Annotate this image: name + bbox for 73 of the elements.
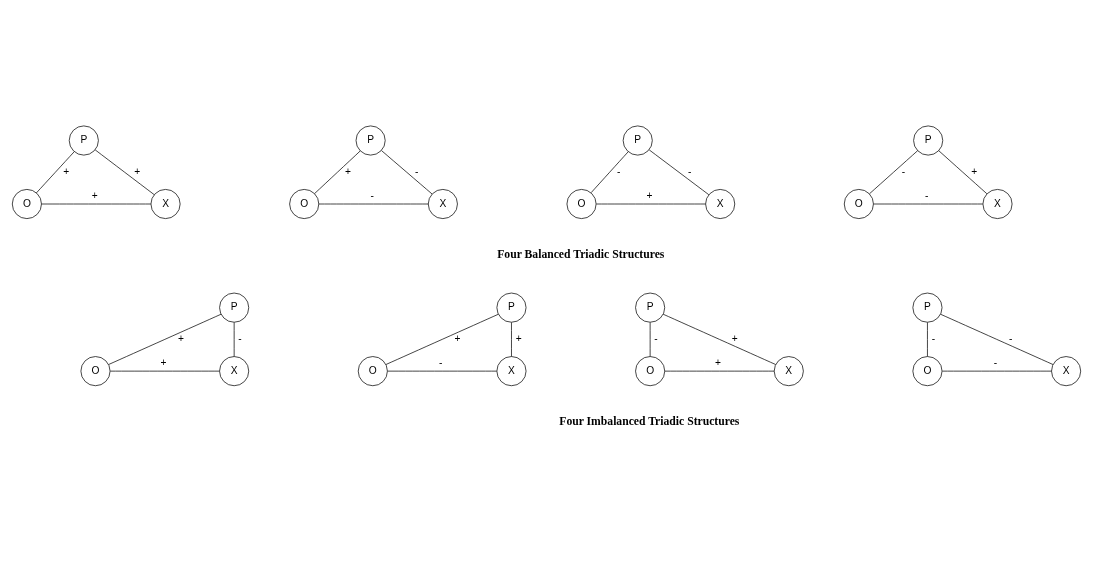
connector (662, 313, 777, 365)
edge-label: + (515, 332, 522, 344)
edge-label: + (345, 165, 352, 177)
edge-label: + (134, 165, 141, 177)
node-circle: P (68, 125, 99, 155)
edge-label: - (617, 165, 621, 177)
node-circle: P (912, 292, 943, 323)
connector (94, 149, 155, 195)
node-circle: O (80, 355, 111, 386)
edge-label: - (1008, 332, 1013, 344)
label: Four Imbalanced Triadic Structures (559, 414, 740, 428)
edge-label: - (238, 332, 242, 344)
node-circle: P (355, 125, 386, 155)
connector (36, 150, 75, 193)
connector (233, 321, 235, 357)
edge-label: + (177, 332, 184, 344)
node-circle: P (635, 292, 666, 323)
connector (385, 313, 499, 365)
node-circle: X (705, 188, 736, 219)
node-circle: O (635, 355, 666, 386)
connector (941, 370, 1052, 371)
node-circle: O (566, 188, 597, 219)
connector (41, 203, 152, 204)
connector (927, 321, 928, 357)
connector (873, 203, 984, 204)
edge-label: + (454, 332, 461, 344)
connector (314, 150, 361, 194)
edge-label: - (993, 356, 998, 368)
edge-label: - (370, 189, 374, 201)
edge-label: - (439, 356, 443, 368)
edge-label: + (160, 356, 167, 368)
node-circle: P (622, 125, 653, 155)
edge-label: + (731, 332, 738, 344)
node-circle: O (289, 188, 320, 219)
edge-label: - (931, 332, 936, 344)
node-circle: P (496, 292, 527, 323)
connector (511, 321, 512, 357)
connector (648, 149, 710, 195)
edge-label: + (971, 165, 978, 177)
edge-label: - (687, 165, 692, 177)
connector (109, 370, 220, 371)
node-circle: X (427, 188, 458, 219)
node-circle: P (219, 292, 250, 323)
connector (940, 313, 1054, 365)
node-circle: X (773, 355, 804, 386)
edge-label: - (925, 189, 929, 201)
node-circle: O (357, 355, 388, 386)
connector (318, 203, 429, 204)
connector (938, 149, 988, 194)
node-circle: X (219, 355, 250, 386)
connector (108, 313, 222, 365)
edge-label: + (63, 165, 70, 177)
node-circle: X (1051, 355, 1082, 386)
node-circle: X (150, 188, 181, 219)
connector (381, 149, 433, 194)
node-circle: X (982, 188, 1013, 219)
node-circle: O (912, 355, 943, 386)
connector (590, 150, 629, 193)
edge-label: - (654, 332, 658, 344)
node-circle: O (843, 188, 874, 219)
connector (596, 203, 706, 204)
edge-label: + (91, 189, 98, 201)
node-circle: X (496, 355, 527, 386)
label: Four Balanced Triadic Structures (497, 247, 665, 261)
node-circle: P (913, 125, 944, 155)
connector (664, 370, 775, 371)
connector (869, 149, 918, 194)
edge-label: + (646, 189, 653, 201)
edge-label: - (901, 165, 906, 177)
connector (649, 321, 651, 357)
edge-label: - (414, 165, 419, 177)
edge-label: + (715, 356, 722, 368)
node-circle: O (11, 188, 42, 219)
